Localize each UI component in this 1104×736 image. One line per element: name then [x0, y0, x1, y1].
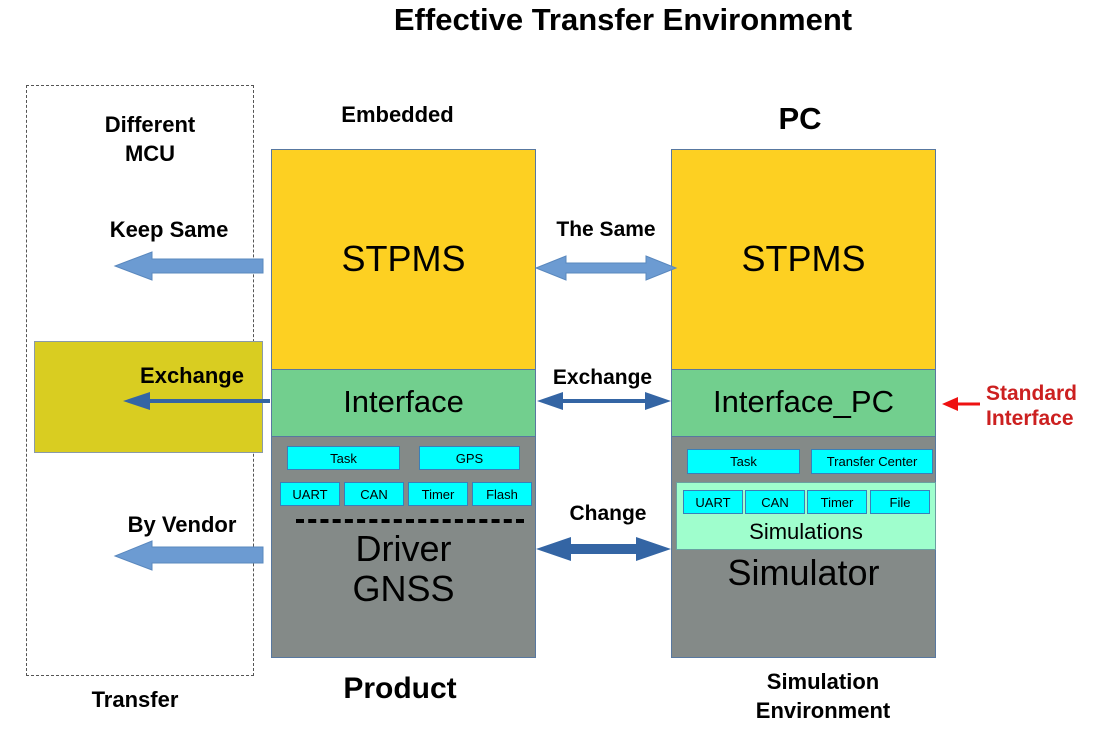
change-double-arrow	[536, 537, 671, 561]
pc-label: PC	[778, 101, 822, 136]
pc-simulator-block: Task Transfer Center UART CAN Timer File…	[671, 436, 936, 658]
the-same-double-arrow	[534, 255, 678, 281]
embedded-chip-gps: GPS	[419, 446, 520, 470]
interface-line: Interface	[986, 407, 1074, 430]
simulations-label: Simulations	[749, 519, 863, 544]
embedded-chip-uart: UART	[280, 482, 340, 506]
middle-exchange-label: Exchange	[552, 366, 653, 389]
embedded-chip-task: Task	[287, 446, 400, 470]
embedded-chip-flash: Flash	[472, 482, 532, 506]
pc-chip-timer: Timer	[807, 490, 867, 514]
driver-label: Driver	[355, 528, 452, 569]
pc-chip-can: CAN	[745, 490, 805, 514]
environment-line: Environment	[755, 698, 891, 723]
pc-chip-task: Task	[687, 449, 800, 474]
gnss-label: GNSS	[352, 568, 455, 609]
pc-interface-block: Interface_PC	[671, 369, 936, 437]
embedded-interface-label: Interface	[343, 384, 464, 419]
simulation-line: Simulation	[766, 669, 880, 694]
transfer-label: Transfer	[91, 687, 179, 712]
by-vendor-arrow	[113, 540, 264, 571]
keep-same-label: Keep Same	[109, 217, 229, 242]
diagram-title: Effective Transfer Environment	[393, 2, 853, 37]
change-label: Change	[569, 502, 647, 525]
standard-interface-arrow	[942, 397, 980, 411]
standard-interface-annotation: Standard Interface	[986, 381, 1096, 431]
pc-stpms-label: STPMS	[741, 238, 866, 279]
embedded-label: Embedded	[341, 102, 454, 127]
pc-chip-file: File	[870, 490, 930, 514]
product-label: Product	[343, 672, 457, 705]
embedded-stpms-label: STPMS	[341, 238, 466, 279]
different-mcu-line-2: MCU	[124, 141, 176, 166]
driver-gnss-label: Driver GNSS	[272, 529, 535, 609]
embedded-chip-timer: Timer	[408, 482, 468, 506]
hardware-boundary-dashed-line	[296, 519, 524, 523]
left-exchange-arrow	[123, 392, 270, 410]
embedded-stpms-block: STPMS	[271, 149, 536, 370]
simulator-label: Simulator	[727, 552, 880, 593]
pc-stpms-block: STPMS	[671, 149, 936, 370]
embedded-chip-can: CAN	[344, 482, 404, 506]
different-mcu-line-1: Different	[104, 112, 196, 137]
simulation-environment-label: Simulation Environment	[733, 667, 913, 725]
simulations-block: UART CAN Timer File Simulations	[676, 482, 936, 550]
the-same-label: The Same	[556, 218, 656, 241]
left-exchange-label: Exchange	[140, 363, 244, 388]
different-mcu-label: Different MCU	[80, 110, 220, 168]
by-vendor-label: By Vendor	[127, 512, 237, 537]
pc-chip-uart: UART	[683, 490, 743, 514]
middle-exchange-double-arrow	[537, 392, 671, 410]
pc-chip-transfer-center: Transfer Center	[811, 449, 933, 474]
pc-interface-label: Interface_PC	[713, 384, 894, 419]
standard-line: Standard	[986, 382, 1078, 405]
embedded-driver-block: Task GPS UART CAN Timer Flash Driver GNS…	[271, 436, 536, 658]
keep-same-arrow	[113, 251, 264, 281]
